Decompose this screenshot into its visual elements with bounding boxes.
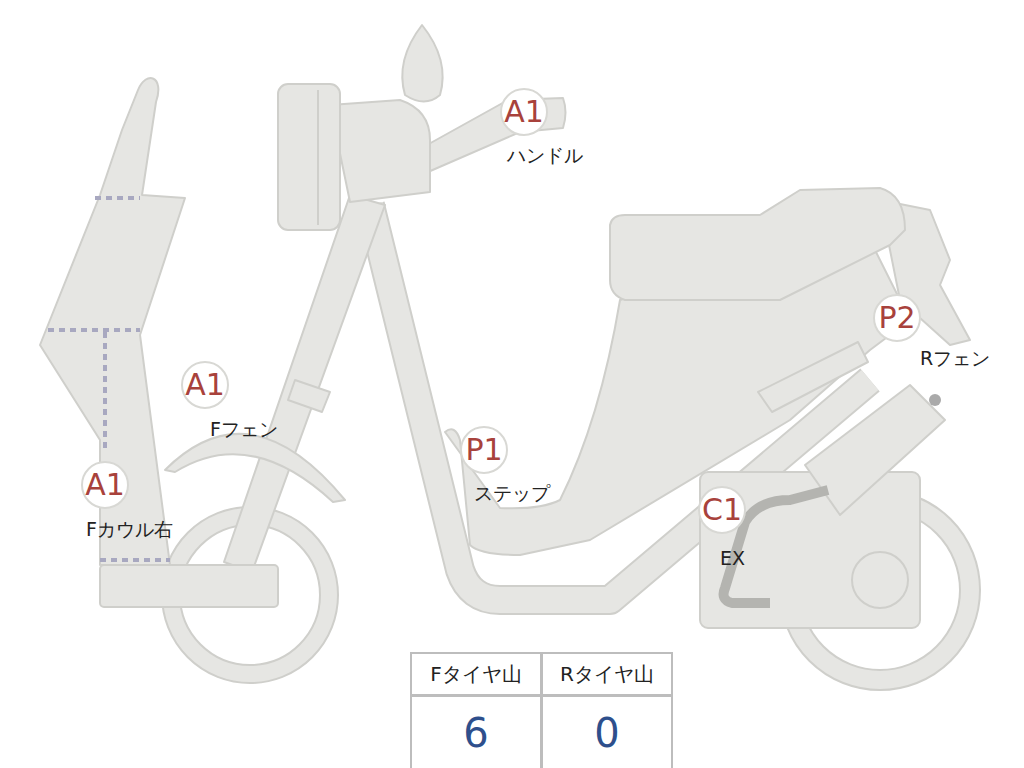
panel-seam [100, 558, 170, 562]
callout-circle: A1Fカウル右 [81, 461, 129, 509]
callout-code: A1 [83, 463, 127, 507]
callout-circle: A1ハンドル [500, 88, 548, 136]
part-label: ステップ [474, 482, 550, 505]
front-floor [100, 565, 278, 607]
side-bar [758, 342, 868, 412]
callout-code: P2 [875, 296, 919, 340]
callout-circle: P1ステップ [460, 426, 508, 474]
pin [929, 394, 941, 406]
callout-code: A1 [183, 363, 227, 407]
part-label: Rフェン [920, 347, 990, 370]
callout-code: P1 [462, 428, 506, 472]
table-header: Fタイヤ山 [410, 652, 542, 696]
rear-hub [852, 552, 908, 608]
front-cowl [40, 78, 185, 565]
engine-case [700, 472, 920, 628]
table-header: Rタイヤ山 [541, 652, 673, 696]
part-label: EX [720, 547, 745, 570]
callout-circle: P2Rフェン [873, 294, 921, 342]
front-fork [224, 195, 385, 572]
callout-code: C1 [700, 488, 744, 532]
panel-seam [103, 332, 107, 450]
panel-seam [48, 328, 140, 332]
headlight [278, 84, 340, 230]
table-value: 6 [410, 695, 542, 768]
part-label: Fカウル右 [86, 518, 173, 541]
callout-code: A1 [502, 90, 546, 134]
seat [610, 188, 905, 300]
headlight-edge [317, 90, 319, 225]
front-fender [165, 434, 345, 502]
fork-collar [288, 380, 330, 412]
callout-circle: A1Fフェン [181, 361, 229, 409]
handle-cover [330, 100, 430, 202]
mirror [402, 25, 442, 102]
part-label: ハンドル [507, 144, 583, 167]
table-value: 0 [541, 695, 673, 768]
callout-circle: C1EX [698, 486, 746, 534]
part-label: Fフェン [210, 418, 278, 441]
panel-seam [95, 196, 140, 200]
